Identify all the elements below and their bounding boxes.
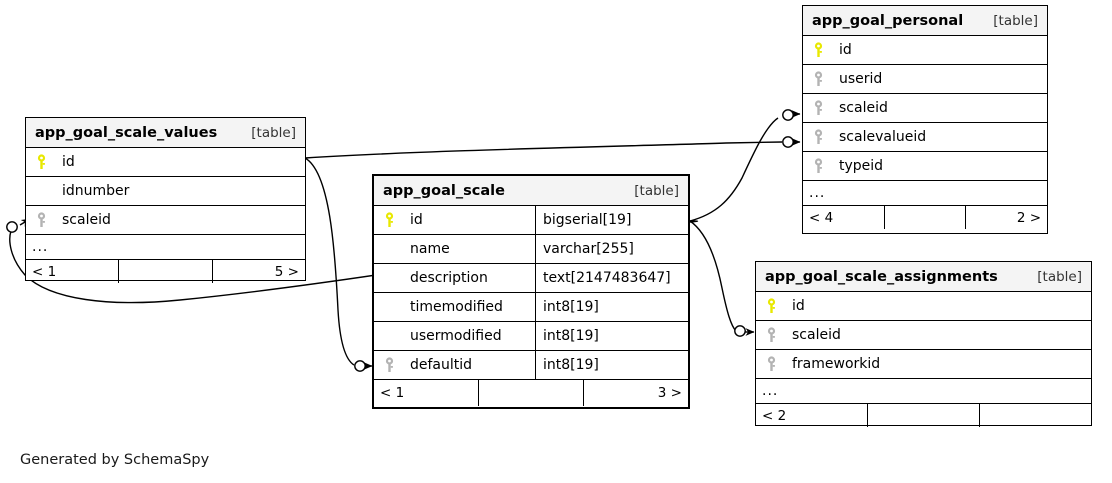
column-name: scaleid — [792, 327, 841, 343]
table-row[interactable]: scaleid — [26, 206, 305, 235]
column-type: varchar[255] — [535, 235, 688, 263]
edge-scale-id-to-assignments-scaleid — [689, 220, 737, 332]
more-columns-indicator: ... — [756, 379, 1091, 404]
table-type-tag: [table] — [634, 182, 679, 199]
footer-outgoing-count: 5 > — [211, 260, 305, 283]
table-type-tag: [table] — [1037, 268, 1082, 285]
column-type: int8[19] — [535, 293, 688, 321]
edge-scale-id-to-personal-scaleid — [689, 117, 779, 222]
table-name: app_goal_scale_assignments — [765, 268, 998, 285]
table-row[interactable]: typeid — [803, 152, 1047, 181]
generator-credit: Generated by SchemaSpy — [20, 452, 210, 468]
edge-scalevalues-id-to-scale-defaultid — [304, 157, 355, 366]
table-name: app_goal_personal — [812, 12, 964, 29]
footer-incoming-count: < 2 — [762, 407, 787, 424]
table-footer: < 1 5 > — [26, 260, 305, 283]
column-name: id — [792, 298, 805, 314]
foreign-key-icon — [803, 129, 833, 145]
column-type: bigserial[19] — [535, 206, 688, 234]
primary-key-icon — [374, 212, 404, 228]
primary-key-icon — [803, 42, 833, 58]
table-row[interactable]: description text[2147483647] — [374, 264, 688, 293]
table-title-app-goal-scale-values: app_goal_scale_values [table] — [26, 118, 305, 148]
edge-scalevalues-id-to-personal-scalevalueid — [304, 141, 783, 159]
table-row[interactable]: defaultid int8[19] — [374, 351, 688, 380]
column-name: id — [62, 154, 75, 170]
column-type: int8[19] — [535, 322, 688, 350]
table-type-tag: [table] — [251, 124, 296, 141]
column-name: name — [410, 241, 450, 257]
column-name: timemodified — [410, 299, 503, 315]
table-title-app-goal-scale: app_goal_scale [table] — [374, 176, 688, 206]
table-row[interactable]: id — [756, 292, 1091, 321]
table-name: app_goal_scale_values — [35, 124, 218, 141]
table-row[interactable]: usermodified int8[19] — [374, 322, 688, 351]
table-app-goal-personal[interactable]: app_goal_personal [table] id — [802, 5, 1048, 234]
table-footer: < 4 2 > — [803, 206, 1047, 229]
more-columns-indicator: ... — [803, 181, 1047, 206]
table-type-tag: [table] — [993, 12, 1038, 29]
foreign-key-icon — [26, 212, 56, 228]
column-name: defaultid — [410, 357, 473, 373]
table-title-app-goal-scale-assignments: app_goal_scale_assignments [table] — [756, 262, 1091, 292]
table-app-goal-scale-values[interactable]: app_goal_scale_values [table] id idnumbe… — [25, 117, 306, 283]
more-columns-indicator: ... — [26, 235, 305, 260]
column-name: scaleid — [839, 100, 888, 116]
table-row[interactable]: id — [803, 36, 1047, 65]
table-row[interactable]: userid — [803, 65, 1047, 94]
foreign-key-icon — [374, 357, 404, 373]
foreign-key-icon — [756, 327, 786, 343]
footer-middle — [478, 380, 583, 406]
column-name: frameworkid — [792, 356, 881, 372]
table-name: app_goal_scale — [383, 182, 505, 199]
column-name: typeid — [839, 158, 884, 174]
column-name: scaleid — [62, 212, 111, 228]
column-name: usermodified — [410, 328, 502, 344]
table-title-app-goal-personal: app_goal_personal [table] — [803, 6, 1047, 36]
footer-incoming-count: < 4 — [809, 209, 834, 226]
footer-outgoing-count: 3 > — [583, 380, 688, 406]
table-row[interactable]: timemodified int8[19] — [374, 293, 688, 322]
footer-middle — [867, 404, 979, 427]
column-name: idnumber — [62, 183, 130, 199]
foreign-key-icon — [803, 158, 833, 174]
column-type: int8[19] — [535, 351, 688, 379]
footer-outgoing-count: 2 > — [965, 206, 1047, 229]
footer-outgoing-count — [979, 404, 1091, 427]
table-row[interactable]: id — [26, 148, 305, 177]
table-row[interactable]: id bigserial[19] — [374, 206, 688, 235]
foreign-key-icon — [803, 100, 833, 116]
footer-middle — [118, 260, 211, 283]
table-app-goal-scale[interactable]: app_goal_scale [table] id bigserial[19] … — [372, 174, 690, 409]
table-row[interactable]: scalevalueid — [803, 123, 1047, 152]
column-name: scalevalueid — [839, 129, 927, 145]
table-row[interactable]: frameworkid — [756, 350, 1091, 379]
primary-key-icon — [26, 154, 56, 170]
column-name: id — [410, 212, 423, 228]
column-name: id — [839, 42, 852, 58]
table-footer: < 1 3 > — [374, 380, 688, 406]
primary-key-icon — [756, 298, 786, 314]
column-name: userid — [839, 71, 883, 87]
column-name: description — [410, 270, 488, 286]
table-footer: < 2 — [756, 404, 1091, 427]
footer-middle — [883, 206, 966, 229]
table-row[interactable]: scaleid — [803, 94, 1047, 123]
footer-incoming-count: < 1 — [380, 385, 405, 401]
table-row[interactable]: name varchar[255] — [374, 235, 688, 264]
column-type: text[2147483647] — [535, 264, 688, 292]
footer-incoming-count: < 1 — [32, 263, 57, 280]
foreign-key-icon — [756, 356, 786, 372]
foreign-key-icon — [803, 71, 833, 87]
table-row[interactable]: scaleid — [756, 321, 1091, 350]
table-row[interactable]: idnumber — [26, 177, 305, 206]
table-app-goal-scale-assignments[interactable]: app_goal_scale_assignments [table] id — [755, 261, 1092, 427]
